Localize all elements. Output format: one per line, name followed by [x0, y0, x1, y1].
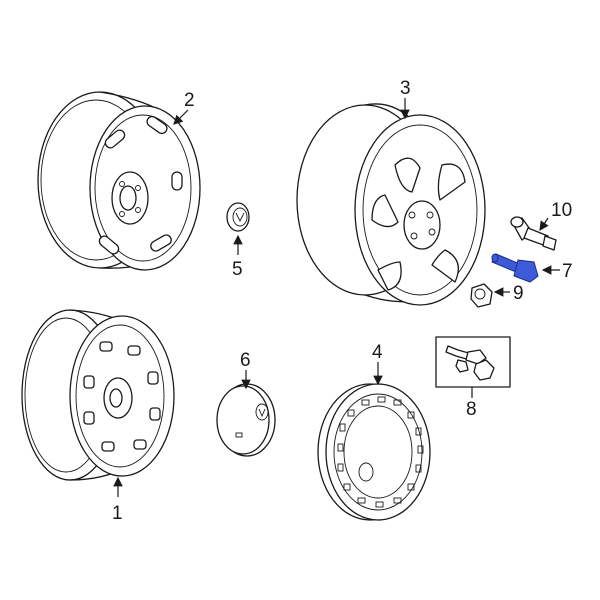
bolt-kit-part-8[interactable] [435, 336, 511, 388]
center-cap-part-5[interactable] [226, 202, 250, 232]
alloy-wheel-part-3[interactable] [296, 103, 486, 306]
callout-3[interactable]: 3 [400, 78, 411, 99]
wheel-cover-part-4[interactable] [317, 383, 431, 521]
callout-7[interactable]: 7 [562, 261, 573, 282]
callout-1[interactable]: 1 [112, 503, 123, 524]
lug-nut-part-9[interactable] [470, 283, 493, 308]
callout-8[interactable]: 8 [466, 399, 477, 420]
callout-9[interactable]: 9 [513, 283, 524, 304]
callout-2[interactable]: 2 [184, 90, 195, 111]
callout-10[interactable]: 10 [551, 200, 572, 221]
leader-lines [113, 98, 560, 497]
steel-wheel-part-2[interactable] [37, 91, 201, 271]
hubcap-part-6[interactable] [216, 383, 276, 457]
lug-bolt-part-7[interactable] [491, 253, 539, 283]
callout-6[interactable]: 6 [240, 350, 251, 371]
callout-5[interactable]: 5 [232, 259, 243, 280]
valve-stem-part-10[interactable] [510, 216, 557, 251]
steel-wheel-part-1[interactable] [21, 309, 175, 481]
callout-4[interactable]: 4 [372, 342, 383, 363]
